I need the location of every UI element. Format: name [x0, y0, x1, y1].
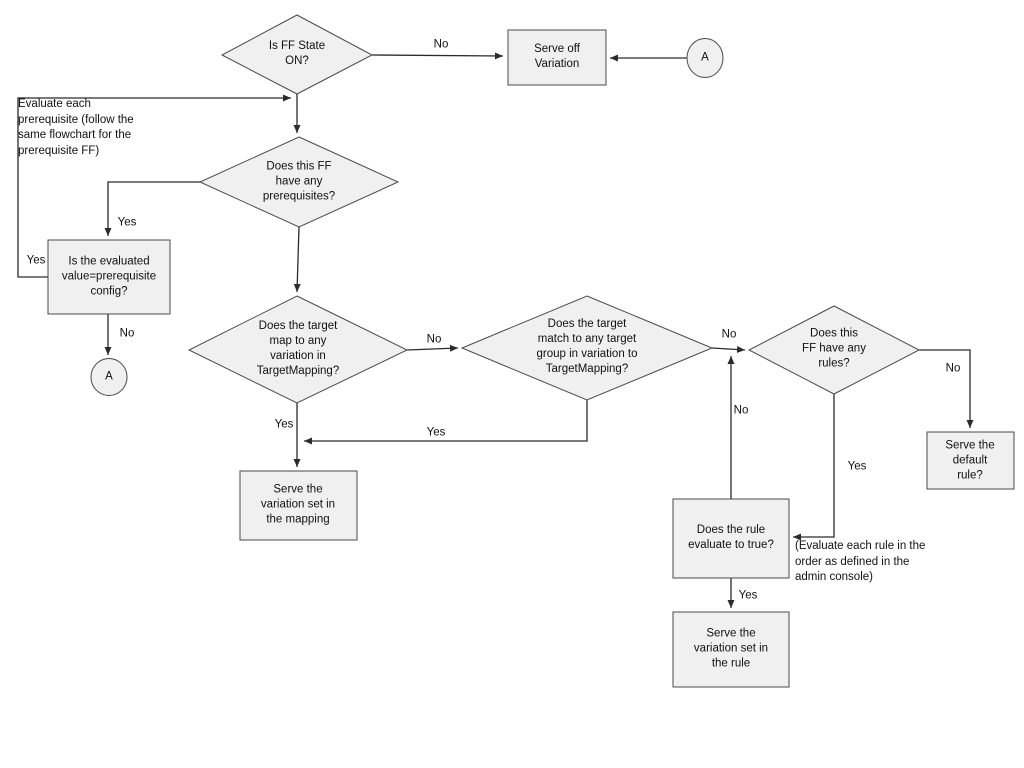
edge-match-no — [711, 346, 746, 354]
process-serve-default-rule-label: Serve the default rule? — [945, 439, 995, 482]
decision-has-prerequisites-label: Does this FF have any prerequisites? — [262, 160, 336, 203]
edge-label-ff-state-no: No — [433, 38, 449, 51]
edge-rules-yes — [793, 394, 835, 541]
decision-target-matches-group — [460, 295, 714, 401]
process-serve-variation-in-mapping — [239, 470, 358, 541]
edge-label-map-no: No — [426, 333, 442, 346]
prerequisite-note: Evaluate each prerequisite (follow the s… — [18, 98, 134, 157]
edge-label-prereq-yes: Yes — [117, 216, 137, 229]
edge-label-rule-true-yes: Yes — [738, 589, 758, 602]
decision-ff-has-rules — [747, 305, 921, 395]
edge-map-no — [406, 344, 459, 352]
decision-has-prerequisites — [198, 136, 400, 228]
process-serve-default-rule — [926, 431, 1015, 490]
edge-label-match-no: No — [721, 328, 737, 341]
edge-no-prereq-to-target-map — [293, 226, 301, 293]
process-serve-variation-in-rule-label: Serve the variation set in the rule — [693, 627, 769, 670]
decision-ff-has-rules-label: Does this FF have any rules? — [802, 327, 866, 370]
process-serve-variation-in-mapping-label: Serve the variation set in the mapping — [260, 483, 336, 526]
decision-is-ff-state-on — [220, 14, 374, 95]
edge-label-rules-yes: Yes — [847, 460, 867, 473]
connector-a-top — [686, 38, 724, 78]
process-rule-evaluates-true — [672, 498, 790, 579]
process-serve-off-variation — [507, 29, 607, 86]
edge-label-map-yes: Yes — [274, 418, 294, 431]
edge-rules-no — [919, 349, 974, 428]
edge-has-prereq-yes — [104, 181, 200, 236]
connector-a-left-label: A — [105, 370, 113, 383]
edge-label-prereq-mismatch-no: No — [119, 327, 135, 340]
process-evaluated-value-matches-label: Is the evaluated value=prerequisite conf… — [61, 255, 157, 298]
edge-prereq-loop-yes — [17, 94, 291, 278]
rule-order-note: (Evaluate each rule in the order as defi… — [795, 540, 926, 583]
decision-target-maps-to-variation-label: Does the target map to any variation in … — [256, 320, 340, 377]
process-serve-variation-in-rule — [672, 611, 790, 688]
decision-target-maps-to-variation — [187, 295, 409, 404]
edge-match-yes — [304, 400, 588, 445]
process-rule-evaluates-true-label: Does the rule evaluate to true? — [688, 524, 774, 551]
process-serve-off-variation-label: Serve off Variation — [534, 43, 580, 70]
decision-is-ff-state-on-label: Is FF State ON? — [268, 40, 326, 67]
edge-label-rule-false-no: No — [733, 404, 749, 417]
connector-a-left — [90, 358, 128, 396]
decision-target-matches-group-label: Does the target match to any target grou… — [536, 318, 638, 375]
edge-label-prereq-loop-yes: Yes — [26, 254, 46, 267]
connector-a-top-label: A — [701, 51, 709, 64]
edge-label-match-yes: Yes — [426, 426, 446, 439]
edge-ff-off-no — [371, 52, 504, 60]
process-evaluated-value-matches — [47, 239, 171, 315]
edge-label-rules-no: No — [945, 362, 961, 375]
